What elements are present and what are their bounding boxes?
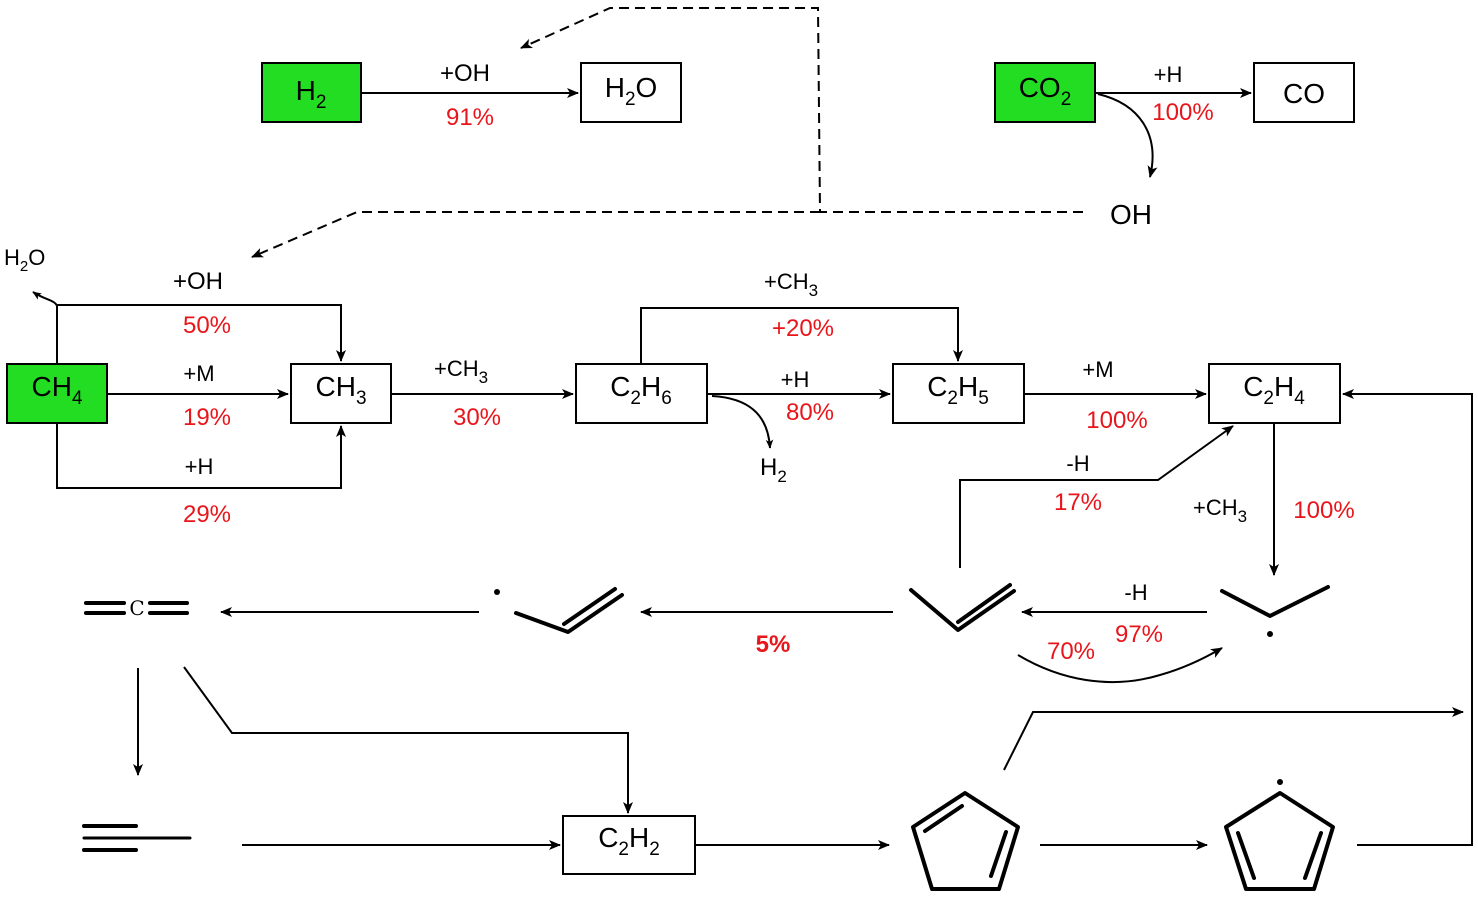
oh-species-label: OH xyxy=(1110,199,1152,230)
c2h6-ch3-percent: +20% xyxy=(772,315,834,342)
ch4-h-path xyxy=(56,423,346,489)
svg-text:C2H5: C2H5 xyxy=(927,371,989,409)
radical-h-reagent: -H xyxy=(1124,580,1147,605)
c2h4-box: C2H4 xyxy=(1208,363,1341,424)
h2-release-arrow xyxy=(711,395,774,449)
propene-allyl-percent: 5% xyxy=(756,631,791,658)
ch4-h-reagent: +H xyxy=(185,454,214,479)
ch3-to-c2h6-reagent: +CH3 xyxy=(434,356,488,387)
h2-feed-box: H2 xyxy=(261,62,362,123)
ch4-feed-box: CH4 xyxy=(6,363,108,424)
acetylene-structure xyxy=(82,824,192,852)
oh-to-ch4-dashed-line xyxy=(251,211,820,258)
radical-dot xyxy=(1277,779,1283,785)
c2h6-box: C2H6 xyxy=(575,363,708,424)
svg-text:C2H6: C2H6 xyxy=(610,371,672,409)
svg-text:CH4: CH4 xyxy=(31,371,82,409)
ch3-box: CH3 xyxy=(290,363,392,424)
propene-back-arrow xyxy=(1017,647,1223,684)
propene-structure xyxy=(909,583,1016,632)
co2-to-co-reagent: +H xyxy=(1154,62,1183,87)
c2h4-ch3-percent: 100% xyxy=(1293,497,1354,524)
svg-text:H2O: H2O xyxy=(605,72,658,110)
svg-text:C2H4: C2H4 xyxy=(1243,371,1305,409)
cyclopentadiene-to-loop-path xyxy=(1003,707,1464,771)
ch4-m-reagent: +M xyxy=(183,361,214,386)
co2-oh-release-arrow xyxy=(1097,93,1158,178)
co-product-box: CO xyxy=(1253,62,1355,123)
svg-text:C2H2: C2H2 xyxy=(598,822,660,860)
c2h5-m-reagent: +M xyxy=(1082,357,1113,382)
cyclopentadienyl-structure xyxy=(1224,779,1335,891)
ch3-to-c2h6-percent: 30% xyxy=(453,404,501,431)
propene-h-reagent: -H xyxy=(1066,451,1089,476)
allyl-radical-structure xyxy=(494,587,624,634)
h2-to-h2o-percent: 91% xyxy=(446,104,494,131)
c2h4-ch3-reagent: +CH3 xyxy=(1193,495,1247,526)
propene-back-percent: 70% xyxy=(1047,638,1095,665)
radical-h-percent: 97% xyxy=(1115,621,1163,648)
co2-to-co-percent: 100% xyxy=(1152,99,1213,126)
c2h6-h-percent: 80% xyxy=(786,399,834,426)
c2h6-ch3-reagent: +CH3 xyxy=(764,269,818,300)
cyclopentadiene-structure xyxy=(911,791,1020,891)
propene-h-percent: 17% xyxy=(1054,489,1102,516)
vinylidene-to-c2h2-path xyxy=(183,666,633,814)
svg-text:H2: H2 xyxy=(296,75,327,113)
c2h5-m-percent: 100% xyxy=(1086,407,1147,434)
co2-feed-box: CO2 xyxy=(994,62,1096,123)
ch4-m-percent: 19% xyxy=(183,404,231,431)
h2o-byproduct-label: H2O xyxy=(4,245,45,275)
ch4-oh-percent: 50% xyxy=(183,312,231,339)
propene-h-path xyxy=(959,425,1234,568)
vinylidene-structure: C xyxy=(84,596,189,620)
ch4-oh-reagent: +OH xyxy=(173,268,223,295)
svg-text:CO: CO xyxy=(1283,78,1325,109)
oh-feedback-dashed-line xyxy=(520,7,1083,213)
radical-dot xyxy=(494,589,500,595)
cyclopentadienyl-to-c2h4-path xyxy=(1342,389,1473,846)
svg-text:CO2: CO2 xyxy=(1019,72,1072,110)
h2-to-h2o-reagent: +OH xyxy=(440,60,490,87)
ch4-oh-path xyxy=(56,304,346,364)
c2h6-h-reagent: +H xyxy=(781,367,810,392)
ch4-h-percent: 29% xyxy=(183,501,231,528)
h2-byproduct-label: H2 xyxy=(760,454,787,486)
c2h2-box: C2H2 xyxy=(562,815,696,875)
radical-dot xyxy=(1267,631,1273,637)
c2h5-box: C2H5 xyxy=(892,363,1025,424)
h2o-product-box: H2O xyxy=(580,62,682,123)
svg-text:CH3: CH3 xyxy=(315,371,366,409)
h2o-release-arrow xyxy=(32,291,58,307)
propyl-radical-structure xyxy=(1220,585,1330,637)
c2h6-ch3-path xyxy=(640,307,963,364)
vinylidene-atom-label: C xyxy=(129,596,144,620)
